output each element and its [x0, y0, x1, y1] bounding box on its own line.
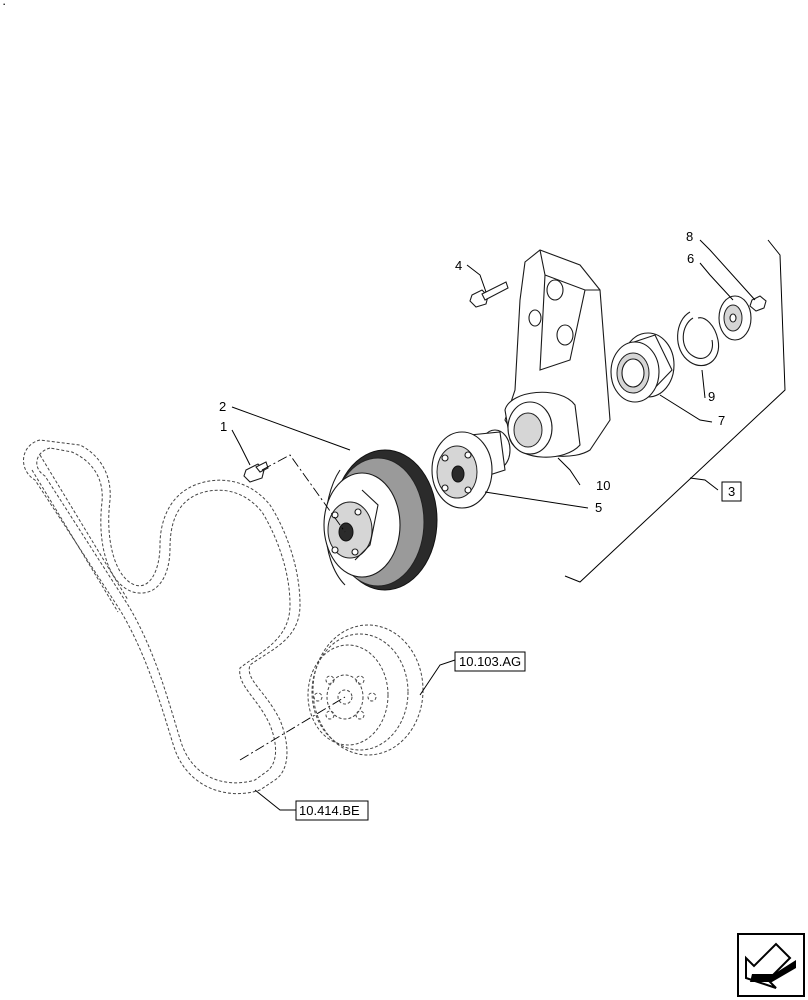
callout-1: 1 — [220, 419, 227, 434]
tensioner-bracket — [504, 249, 611, 458]
corner-mark: · — [2, 0, 6, 11]
assembly-centerlines — [239, 454, 346, 761]
callout-5: 5 — [595, 500, 602, 515]
hub — [431, 429, 511, 509]
pulley — [323, 449, 438, 591]
reference-belt-label[interactable]: 10.414.BE — [299, 803, 360, 818]
crankshaft-damper — [307, 624, 424, 756]
callout-7: 7 — [718, 413, 725, 428]
callout-3: 3 — [728, 484, 735, 499]
reference-damper[interactable]: 10.103.AG — [454, 651, 526, 672]
reference-belt[interactable]: 10.414.BE — [295, 800, 369, 821]
return-arrow-icon[interactable] — [737, 933, 805, 997]
bolt-washer — [749, 295, 767, 312]
drive-belt — [23, 439, 301, 795]
bolt-pulley — [243, 461, 269, 483]
callout-9: 9 — [708, 389, 715, 404]
callout-3-box: 3 — [721, 481, 742, 502]
callout-6: 6 — [687, 251, 694, 266]
callout-2: 2 — [219, 399, 226, 414]
callout-8: 8 — [686, 229, 693, 244]
group-outline — [564, 239, 786, 583]
reference-damper-label[interactable]: 10.103.AG — [459, 654, 521, 669]
snap-ring — [677, 311, 720, 367]
bearing — [610, 332, 675, 403]
leader-lines — [231, 239, 756, 811]
callout-4: 4 — [455, 258, 462, 273]
bolt-bracket — [469, 281, 509, 308]
washer — [718, 295, 752, 341]
callout-10: 10 — [596, 478, 610, 493]
